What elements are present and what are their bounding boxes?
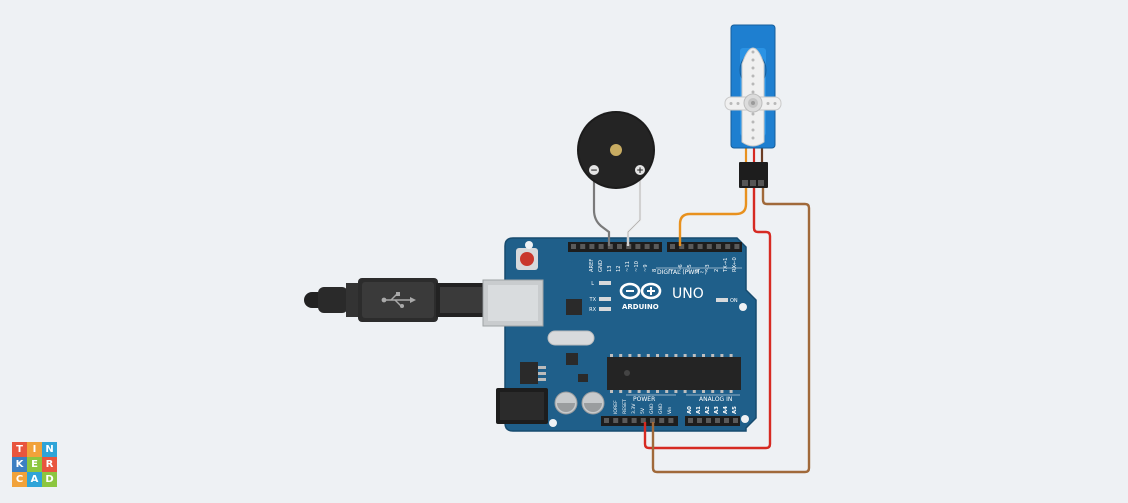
voltage-regulator (520, 362, 546, 384)
digital-header-label: DIGITAL (PWM~) (657, 269, 707, 276)
analog-header-label: ANALOG IN (699, 396, 732, 403)
analog-pin-label: A3 (714, 406, 720, 414)
analog-pin-label: A1 (696, 406, 702, 414)
power-header-label: POWER (633, 396, 655, 403)
wire-buzzer-pin12[interactable] (626, 172, 642, 246)
servo-horn-holes (729, 50, 777, 140)
logo-letter: A (27, 472, 42, 487)
digital-pin-label: 4 (696, 268, 702, 272)
digital-pin-label: AREF (589, 259, 595, 272)
mounting-hole (739, 303, 747, 311)
analog-pin-label: A0 (687, 406, 693, 414)
logo-letter: C (12, 472, 27, 487)
buzzer-plus-terminal (635, 165, 645, 175)
analog-pin-label: A2 (705, 406, 711, 414)
logo-letter: N (42, 442, 57, 457)
brand-label: ARDUINO (622, 303, 659, 311)
wire-servo-power-5v[interactable] (643, 188, 772, 450)
model-label: UNO (672, 286, 704, 302)
arduino-logo-icon (619, 282, 662, 300)
mounting-hole (549, 419, 557, 427)
led-label-tx: TX (589, 297, 597, 303)
logo-letter: E (27, 457, 42, 472)
digital-pin-label: 8 (652, 269, 658, 272)
usb-controller-chip (566, 299, 582, 315)
analog-pin-label: A4 (723, 406, 729, 414)
digital-pin-label: RX←0 (732, 257, 738, 272)
power-pin-label: IOREF (613, 400, 619, 414)
power-pin-label: GND (649, 403, 655, 414)
power-pin-label: GND (658, 403, 664, 414)
digital-pin-label: 12 (616, 265, 622, 272)
piezo-buzzer[interactable]: − + (577, 111, 655, 189)
crystal (547, 330, 595, 346)
power-analog-pin-holes (604, 418, 738, 423)
digital-pin-label: 2 (714, 269, 720, 272)
buzzer-plus-label: + (636, 166, 644, 176)
led-label-l: L (591, 281, 594, 287)
smd-chip (578, 374, 588, 382)
digital-header-right (667, 242, 742, 252)
buzzer-sound-hole (610, 144, 622, 156)
micro-servo[interactable] (724, 24, 782, 188)
led-label-rx: RX (589, 307, 596, 313)
capacitor (581, 391, 605, 415)
atmega-microcontroller (607, 354, 741, 393)
led-label-on: ON (730, 298, 738, 304)
mounting-hole (741, 415, 749, 423)
wire-servo-ground[interactable] (651, 188, 811, 474)
digital-pin-label: TX→1 (723, 258, 729, 273)
capacitor (554, 391, 578, 415)
power-pin-label: 3.3V (631, 403, 637, 414)
power-pin-label: 5V (640, 407, 646, 414)
power-pin-label: RESET (622, 399, 628, 414)
buzzer-minus-terminal (589, 165, 599, 175)
wire-buzzer-gnd[interactable] (592, 172, 611, 246)
digital-pin-holes (571, 244, 740, 249)
digital-pin-label: 7 (669, 269, 675, 272)
power-header (601, 416, 678, 426)
logo-letter: K (12, 457, 27, 472)
buzzer-minus-label: − (590, 166, 598, 176)
analog-header (685, 416, 740, 426)
smd-chip (566, 353, 578, 365)
digital-pin-label: GND (598, 260, 604, 272)
led-indicators (599, 281, 728, 311)
logo-letter: R (42, 457, 57, 472)
usb-icon (381, 292, 416, 308)
power-pin-label: Vin (667, 407, 673, 414)
digital-pin-label: ~10 (634, 261, 640, 272)
digital-pin-label: ~11 (625, 261, 631, 272)
logo-letter: D (42, 472, 57, 487)
digital-pin-label: 13 (607, 265, 613, 272)
servo-horn (724, 47, 782, 147)
usb-cable[interactable] (304, 278, 486, 322)
logo-letter: T (12, 442, 27, 457)
digital-pin-label: ~9 (643, 264, 649, 272)
analog-pin-label: A5 (732, 406, 738, 414)
digital-header-left (568, 242, 662, 252)
wire-servo-signal-pin6[interactable] (678, 188, 748, 246)
mounting-hole (525, 241, 533, 249)
logo-letter: I (27, 442, 42, 457)
reset-button[interactable] (516, 248, 538, 270)
